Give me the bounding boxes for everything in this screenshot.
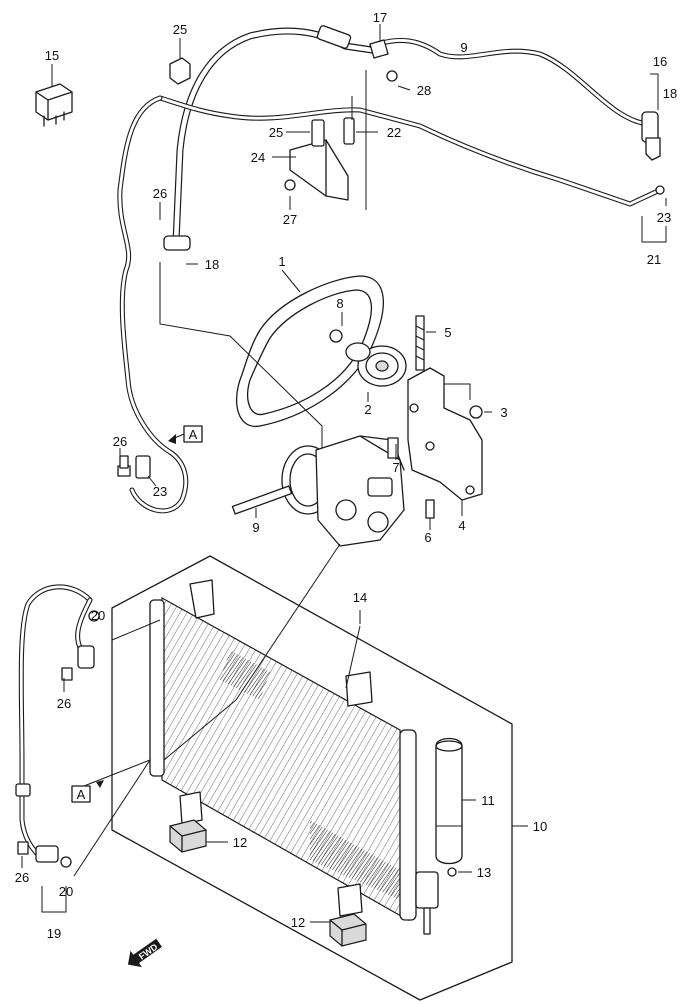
callout-20-bottom: 20: [59, 884, 73, 899]
callout-1: 1: [278, 254, 285, 269]
callout-11: 11: [481, 793, 495, 808]
svg-text:A: A: [189, 427, 198, 442]
callout-26-top: 26: [153, 186, 167, 201]
callout-6: 6: [424, 530, 431, 545]
ac-compressor: [231, 435, 405, 547]
clutch-pulley: [329, 329, 407, 402]
callout-21: 21: [647, 252, 661, 267]
svg-text:A: A: [77, 787, 86, 802]
callout-labels: 15 25 17 9 16 18 28 25 22 24 26 27 23 21…: [15, 10, 677, 941]
callout-7: 7: [392, 460, 399, 475]
pipe-9: [369, 38, 661, 161]
connection-lines: [73, 262, 361, 877]
callout-24: 24: [251, 150, 265, 165]
callout-4: 4: [458, 518, 465, 533]
ref-marker-a-bottom: A: [71, 780, 104, 803]
bolt-26-left: [117, 455, 131, 477]
callout-28: 28: [417, 83, 431, 98]
callout-10: 10: [533, 819, 547, 834]
callout-20-top: 20: [91, 608, 105, 623]
callout-26-left: 26: [113, 434, 127, 449]
callout-12-lower: 12: [291, 915, 305, 930]
forward-direction-badge: FWD: [127, 938, 162, 968]
suction-hose: [163, 25, 376, 251]
condenser-outline: [111, 555, 513, 1001]
relay-part: [35, 64, 73, 127]
callout-15: 15: [45, 48, 59, 63]
callout-26-bottom: 26: [15, 870, 29, 885]
callout-27: 27: [283, 212, 297, 227]
callout-5: 5: [444, 325, 451, 340]
condenser-core: [149, 579, 417, 922]
callout-18-right: 18: [663, 86, 677, 101]
ref-marker-a-top: A: [168, 425, 203, 444]
callout-22: 22: [387, 125, 401, 140]
callout-25-mid: 25: [269, 125, 283, 140]
pipe-21: [157, 95, 665, 207]
callout-9-mid: 9: [252, 520, 259, 535]
clamp-17: [369, 24, 398, 82]
callout-3: 3: [500, 405, 507, 420]
drive-belt: [236, 269, 384, 427]
callout-12-upper: 12: [233, 835, 247, 850]
callout-26-mid: 26: [57, 696, 71, 711]
callout-8: 8: [336, 296, 343, 311]
callout-9-top: 9: [460, 40, 467, 55]
rubber-mount-upper: [169, 819, 207, 853]
clip-25-top: [169, 38, 191, 85]
callout-23-right: 23: [657, 210, 671, 225]
callout-13: 13: [477, 865, 491, 880]
callout-leaders: [21, 73, 667, 923]
receiver-dryer: [415, 737, 463, 935]
callout-23-left: 23: [153, 484, 167, 499]
callout-14: 14: [353, 590, 367, 605]
compressor-bracket: [407, 315, 483, 519]
discharge-pipe: [15, 584, 100, 868]
callout-17: 17: [373, 10, 387, 25]
callout-19: 19: [47, 926, 61, 941]
rubber-mount-lower: [329, 913, 367, 947]
callout-25-top: 25: [173, 22, 187, 37]
left-long-pipe: [117, 95, 189, 514]
bracket-assembly: [284, 70, 367, 210]
callout-18-left: 18: [205, 257, 219, 272]
callout-2: 2: [364, 402, 371, 417]
callout-16: 16: [653, 54, 667, 69]
